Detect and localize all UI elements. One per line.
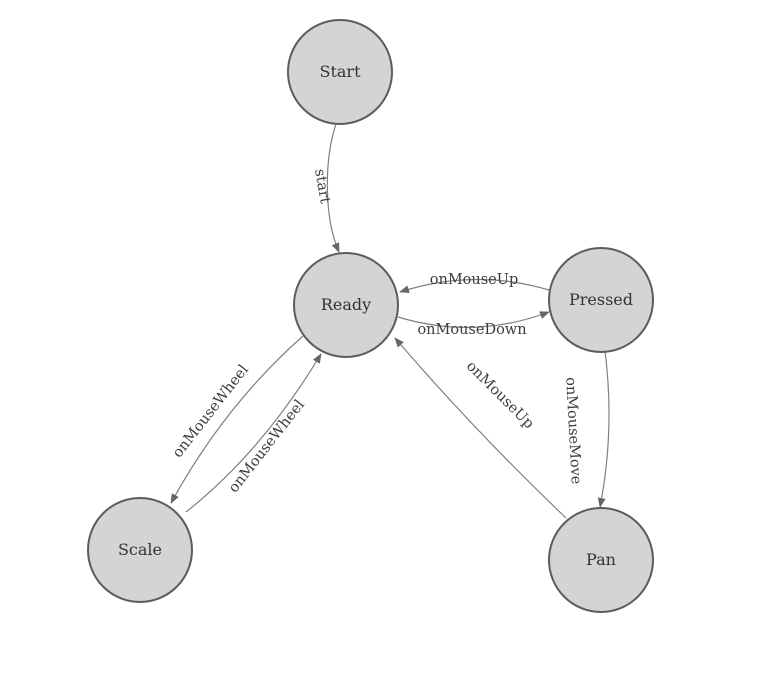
edge-pan-to-ready: onMouseUp [394, 337, 567, 519]
edge-label: onMouseMove [562, 377, 584, 485]
transition-arrow [185, 353, 322, 513]
edge-label: onMouseUp [430, 272, 519, 288]
edge-label: onMouseDown [417, 322, 526, 338]
edge-pressed-to-pan: onMouseMove [562, 350, 610, 508]
state-circle-ready [293, 252, 399, 358]
node-label: Scale [118, 540, 162, 559]
node-label: Start [319, 62, 361, 81]
transition-arrow [397, 311, 550, 328]
node-label: Ready [321, 295, 371, 314]
edge-label: onMouseWheel [226, 397, 308, 496]
transition-arrow [170, 335, 304, 504]
state-circle-start [287, 19, 393, 125]
node-label: Pan [586, 550, 616, 569]
edge-label: onMouseWheel [170, 362, 252, 461]
edge-label: start [311, 168, 333, 205]
edge-ready-to-pressed: onMouseDown [397, 311, 550, 338]
node-label: Pressed [569, 290, 633, 309]
state-node-pressed: Pressed [548, 247, 654, 353]
state-circle-pan [548, 507, 654, 613]
edge-scale-to-ready: onMouseWheel [185, 353, 322, 513]
state-circle-pressed [548, 247, 654, 353]
transition-arrow [326, 123, 340, 253]
state-circle-scale [87, 497, 193, 603]
edge-label: onMouseUp [463, 358, 537, 432]
transition-arrow [394, 337, 567, 519]
state-node-start: Start [287, 19, 393, 125]
edge-pressed-to-ready: onMouseUp [399, 272, 550, 294]
transition-arrow [597, 350, 610, 508]
state-node-pan: Pan [548, 507, 654, 613]
transition-arrow [399, 278, 550, 294]
state-node-scale: Scale [87, 497, 193, 603]
state-node-ready: Ready [293, 252, 399, 358]
edge-start-to-ready: start [311, 123, 340, 253]
